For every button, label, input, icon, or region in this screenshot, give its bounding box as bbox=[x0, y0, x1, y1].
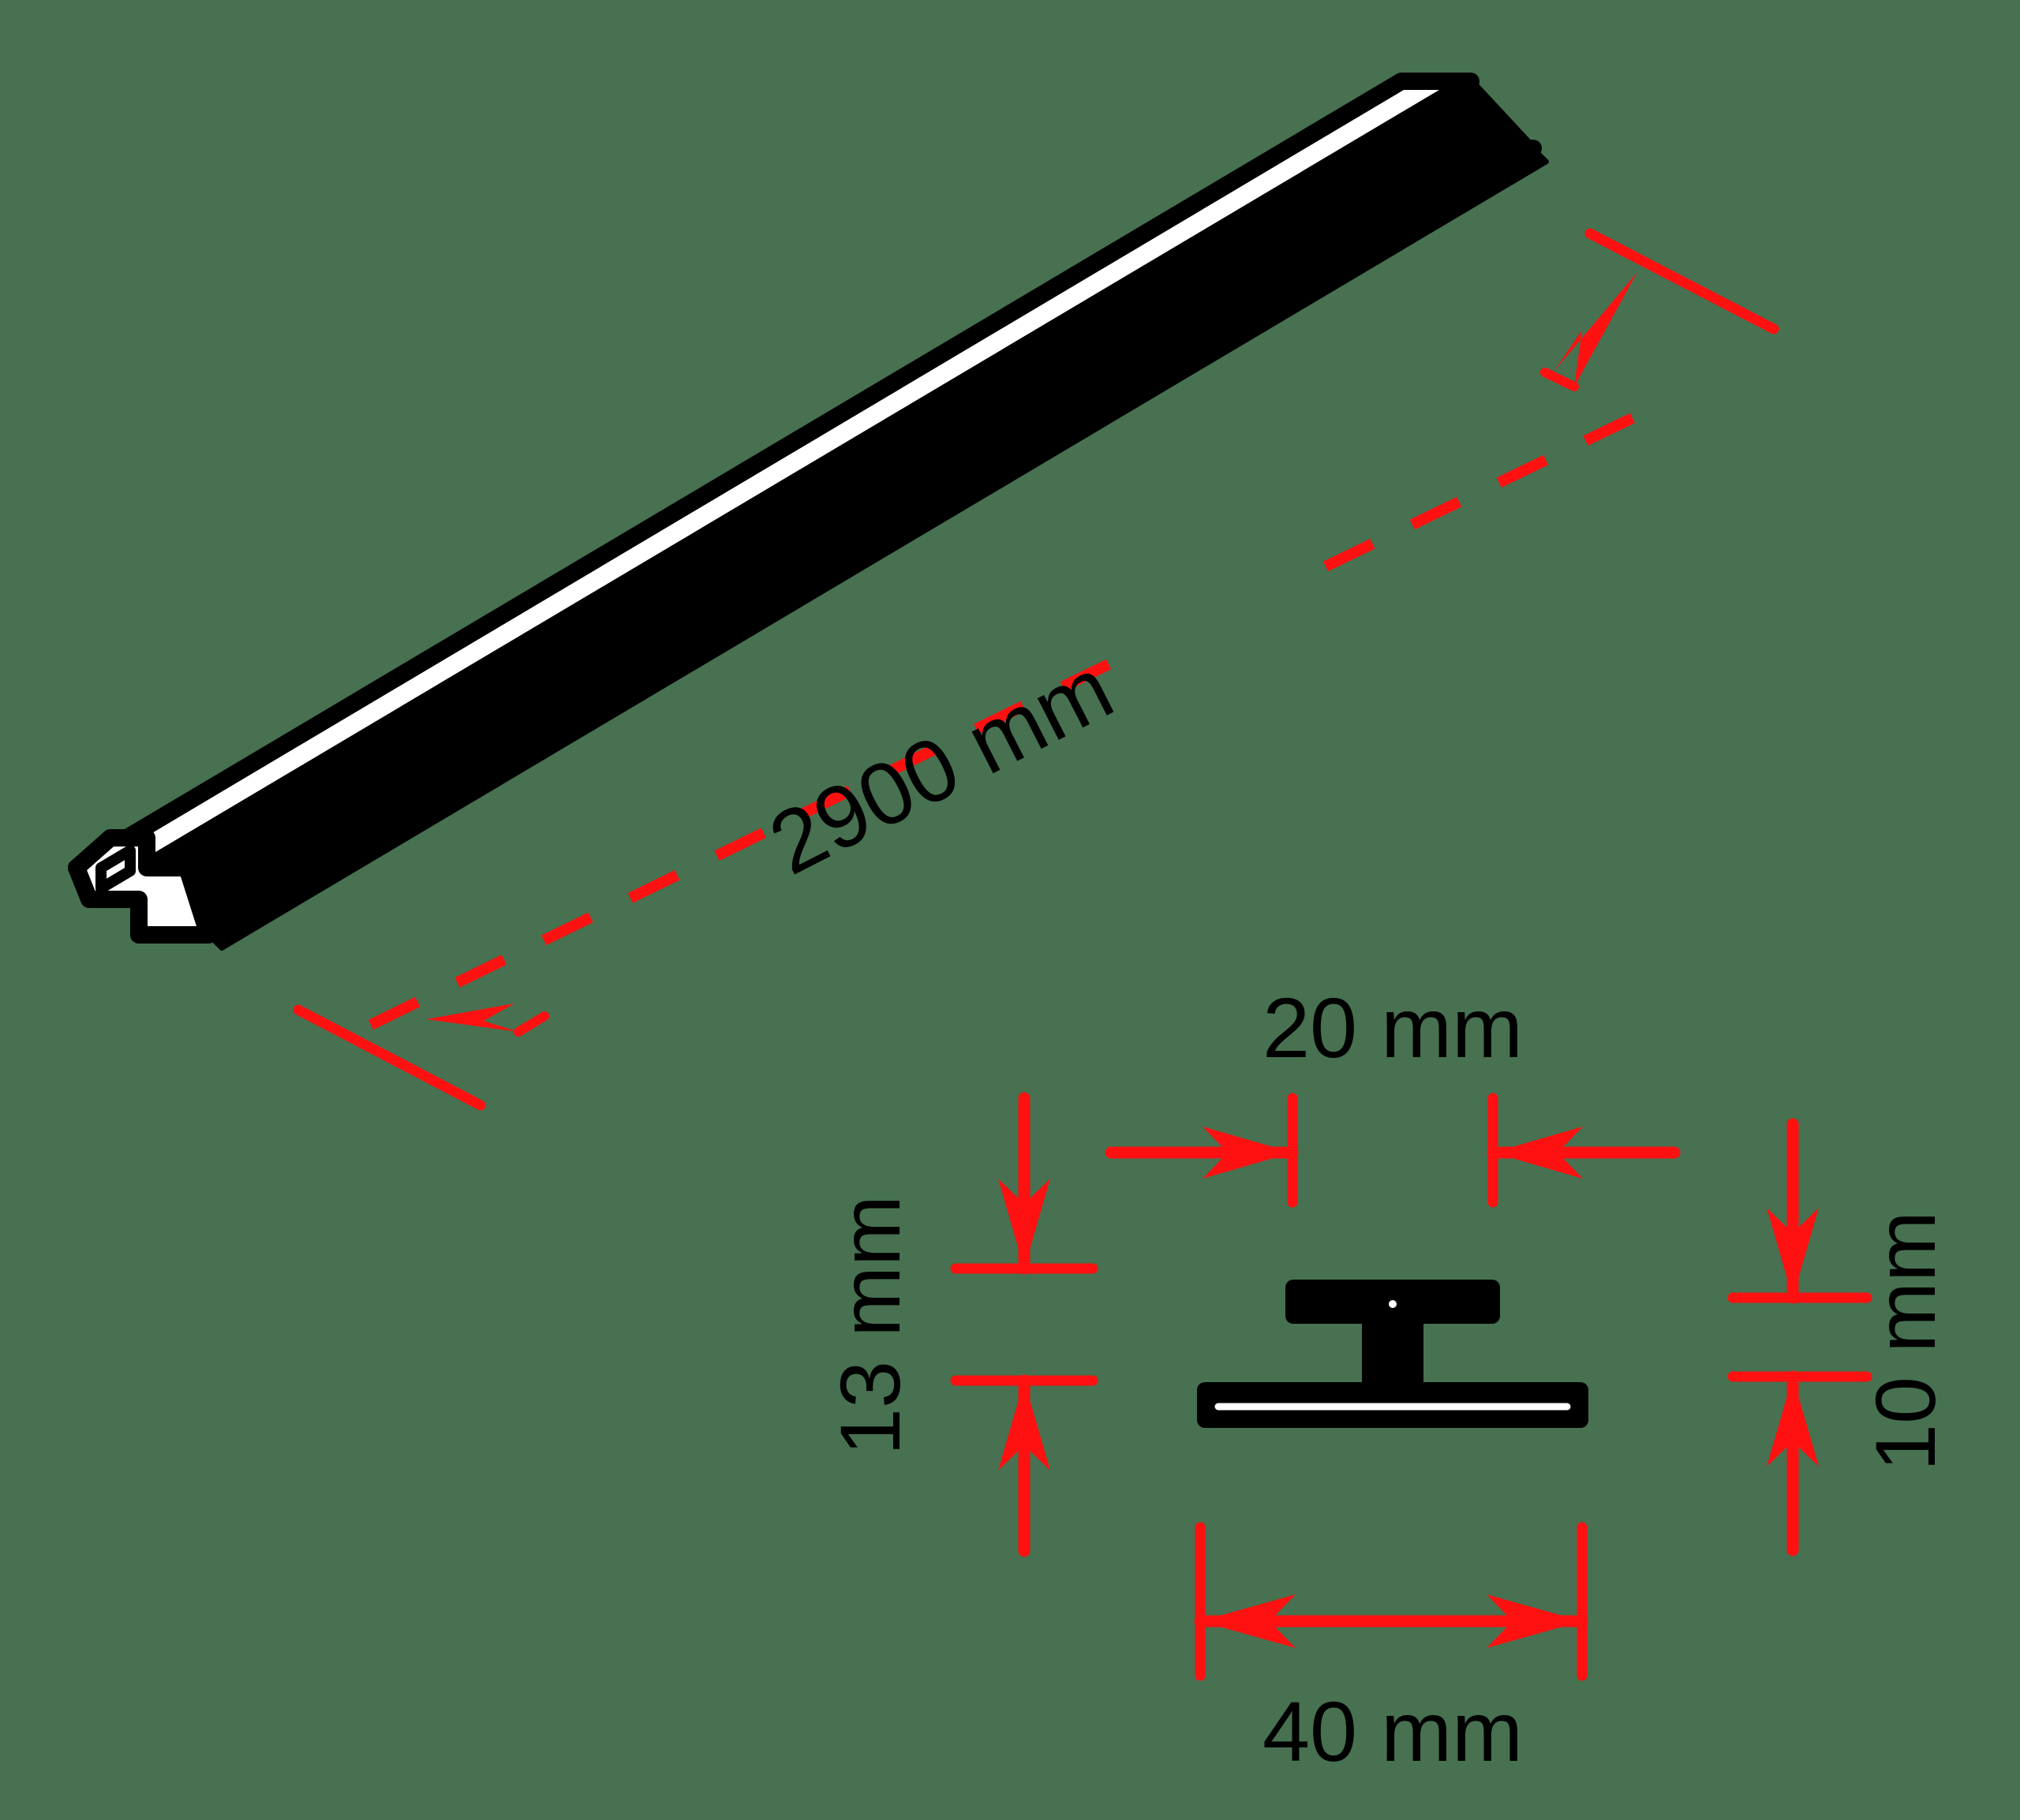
profile-top-face bbox=[68, 73, 1479, 876]
dimension-web-height-10: 10 mm bbox=[1727, 1118, 1953, 1557]
length-extension-line-lower bbox=[293, 1004, 486, 1111]
dimension-label-top-flange: 20 mm bbox=[1262, 980, 1523, 1075]
length-arrowhead-lower bbox=[426, 1003, 518, 1032]
web-height-arrowhead-top bbox=[1767, 1208, 1819, 1298]
length-extension-line-upper bbox=[1584, 228, 1779, 334]
dimension-overall-height-13: 13 mm bbox=[822, 1092, 1098, 1557]
dimension-bottom-flange-40: 40 mm bbox=[1194, 1522, 1588, 1779]
length-arrow-tail-upper bbox=[1540, 368, 1579, 391]
section-top-flange-highlight bbox=[1389, 1300, 1397, 1308]
dimension-label-overall-height: 13 mm bbox=[822, 1195, 918, 1456]
isometric-profile-view bbox=[68, 73, 1549, 951]
profile-bottom-edge bbox=[206, 146, 1549, 951]
web-height-arrowhead-bottom bbox=[1767, 1377, 1819, 1467]
profile-end-cap-void bbox=[95, 845, 136, 894]
bottom-flange-arrowhead-left bbox=[1200, 1594, 1296, 1648]
cross-section-view bbox=[1197, 1280, 1588, 1428]
height-arrowhead-bottom bbox=[998, 1381, 1050, 1471]
top-flange-arrowhead-left bbox=[1203, 1127, 1292, 1179]
length-arrowhead-upper bbox=[1554, 272, 1637, 387]
dimension-label-bottom-flange: 40 mm bbox=[1262, 1684, 1523, 1779]
length-dimension-line-upper bbox=[1322, 397, 1668, 572]
length-arrow-tail-lower bbox=[514, 1011, 549, 1037]
section-web bbox=[1362, 1310, 1423, 1396]
length-dimension-line-lower bbox=[368, 659, 1112, 1030]
top-flange-arrowhead-right bbox=[1493, 1127, 1583, 1179]
bottom-flange-arrowhead-right bbox=[1487, 1594, 1582, 1648]
height-arrowhead-top bbox=[998, 1179, 1050, 1269]
dimension-top-flange-20: 20 mm bbox=[1105, 980, 1681, 1208]
dimension-label-web-height: 10 mm bbox=[1857, 1211, 1953, 1471]
dimension-label-length: 2900 mm bbox=[754, 638, 1128, 893]
